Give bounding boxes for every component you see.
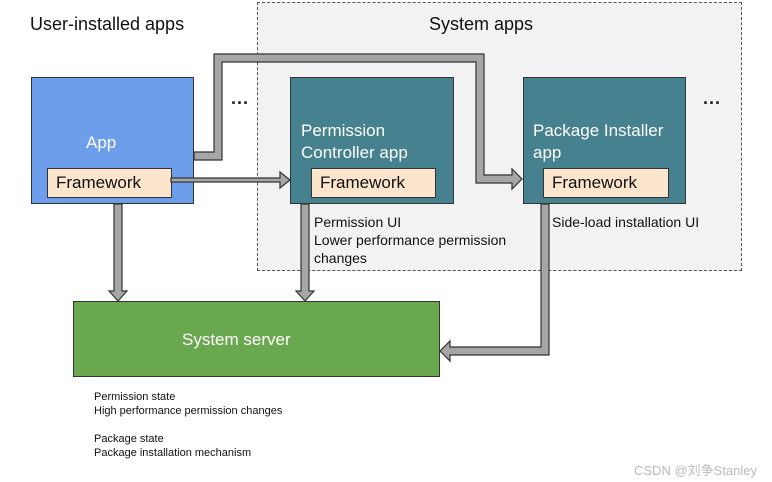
sideload-ui-note: Side-load installation UI [552, 214, 700, 230]
package-state-note: Package state [94, 433, 164, 445]
arrow-app-to-system-server [107, 203, 129, 302]
arrow-app-to-permission-controller [170, 170, 291, 190]
app-box: App Framework [31, 77, 194, 204]
more-system-apps-ellipsis: ... [703, 88, 722, 108]
permission-controller-label-line2: Controller app [301, 143, 408, 162]
arrow-app-to-package-installer [193, 53, 523, 191]
watermark: CSDN @刘争Stanley [634, 463, 758, 478]
package-installer-label-line1: Package Installer [533, 121, 664, 140]
user-installed-apps-title: User-installed apps [30, 14, 185, 34]
package-installer-framework-box: Framework [543, 168, 669, 198]
app-framework-box: Framework [47, 168, 172, 198]
permission-ui-note: Permission UI [314, 214, 402, 230]
permission-controller-label-line1: Permission [301, 121, 386, 140]
app-label: App [86, 133, 117, 152]
permission-state-note: Permission state [94, 391, 176, 403]
system-apps-title: System apps [429, 14, 534, 34]
package-installer-app-box: Package Installer app Framework [523, 77, 686, 204]
system-server-box: System server [73, 301, 440, 377]
arrow-package-installer-to-system-server [439, 203, 550, 363]
permission-controller-framework-box: Framework [311, 168, 436, 198]
install-mechanism-note: Package installation mechanism [94, 447, 252, 459]
permission-controller-app-box: Permission Controller app Framework [290, 77, 454, 204]
arrow-permission-controller-to-system-server [294, 203, 316, 302]
more-apps-ellipsis: ... [231, 88, 250, 108]
high-performance-note: High performance permission changes [94, 405, 283, 417]
package-installer-label-line2: app [533, 143, 562, 162]
system-server-label: System server [182, 330, 291, 349]
lower-performance-note: Lower performance permission [314, 232, 507, 248]
changes-note: changes [314, 250, 367, 266]
